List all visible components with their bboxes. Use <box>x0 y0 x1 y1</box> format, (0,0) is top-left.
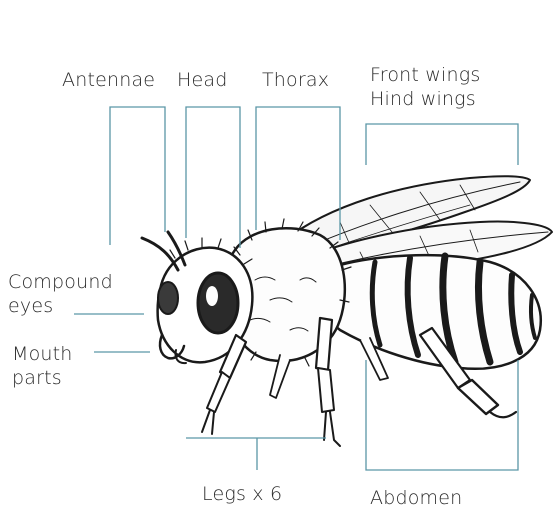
label-head: Head <box>177 68 227 92</box>
label-compound-eyes-line1: Compound <box>8 270 113 294</box>
label-compound-eyes: Compound eyes <box>8 270 113 318</box>
label-mouth-parts: Mouth parts <box>12 342 73 390</box>
label-wings: Front wings Hind wings <box>370 63 480 111</box>
label-legs: Legs x 6 <box>202 482 282 506</box>
leader-wings <box>366 124 518 165</box>
label-abdomen: Abdomen <box>370 486 462 510</box>
label-compound-eyes-line2: eyes <box>8 294 113 318</box>
leader-head <box>186 107 240 248</box>
label-hind-wings: Hind wings <box>370 87 480 111</box>
label-front-wings: Front wings <box>370 63 480 87</box>
leader-antennae <box>110 107 165 245</box>
label-thorax: Thorax <box>262 68 329 92</box>
label-antennae: Antennae <box>62 68 155 92</box>
label-mouth-parts-line1: Mouth <box>12 342 73 366</box>
label-mouth-parts-line2: parts <box>12 366 73 390</box>
